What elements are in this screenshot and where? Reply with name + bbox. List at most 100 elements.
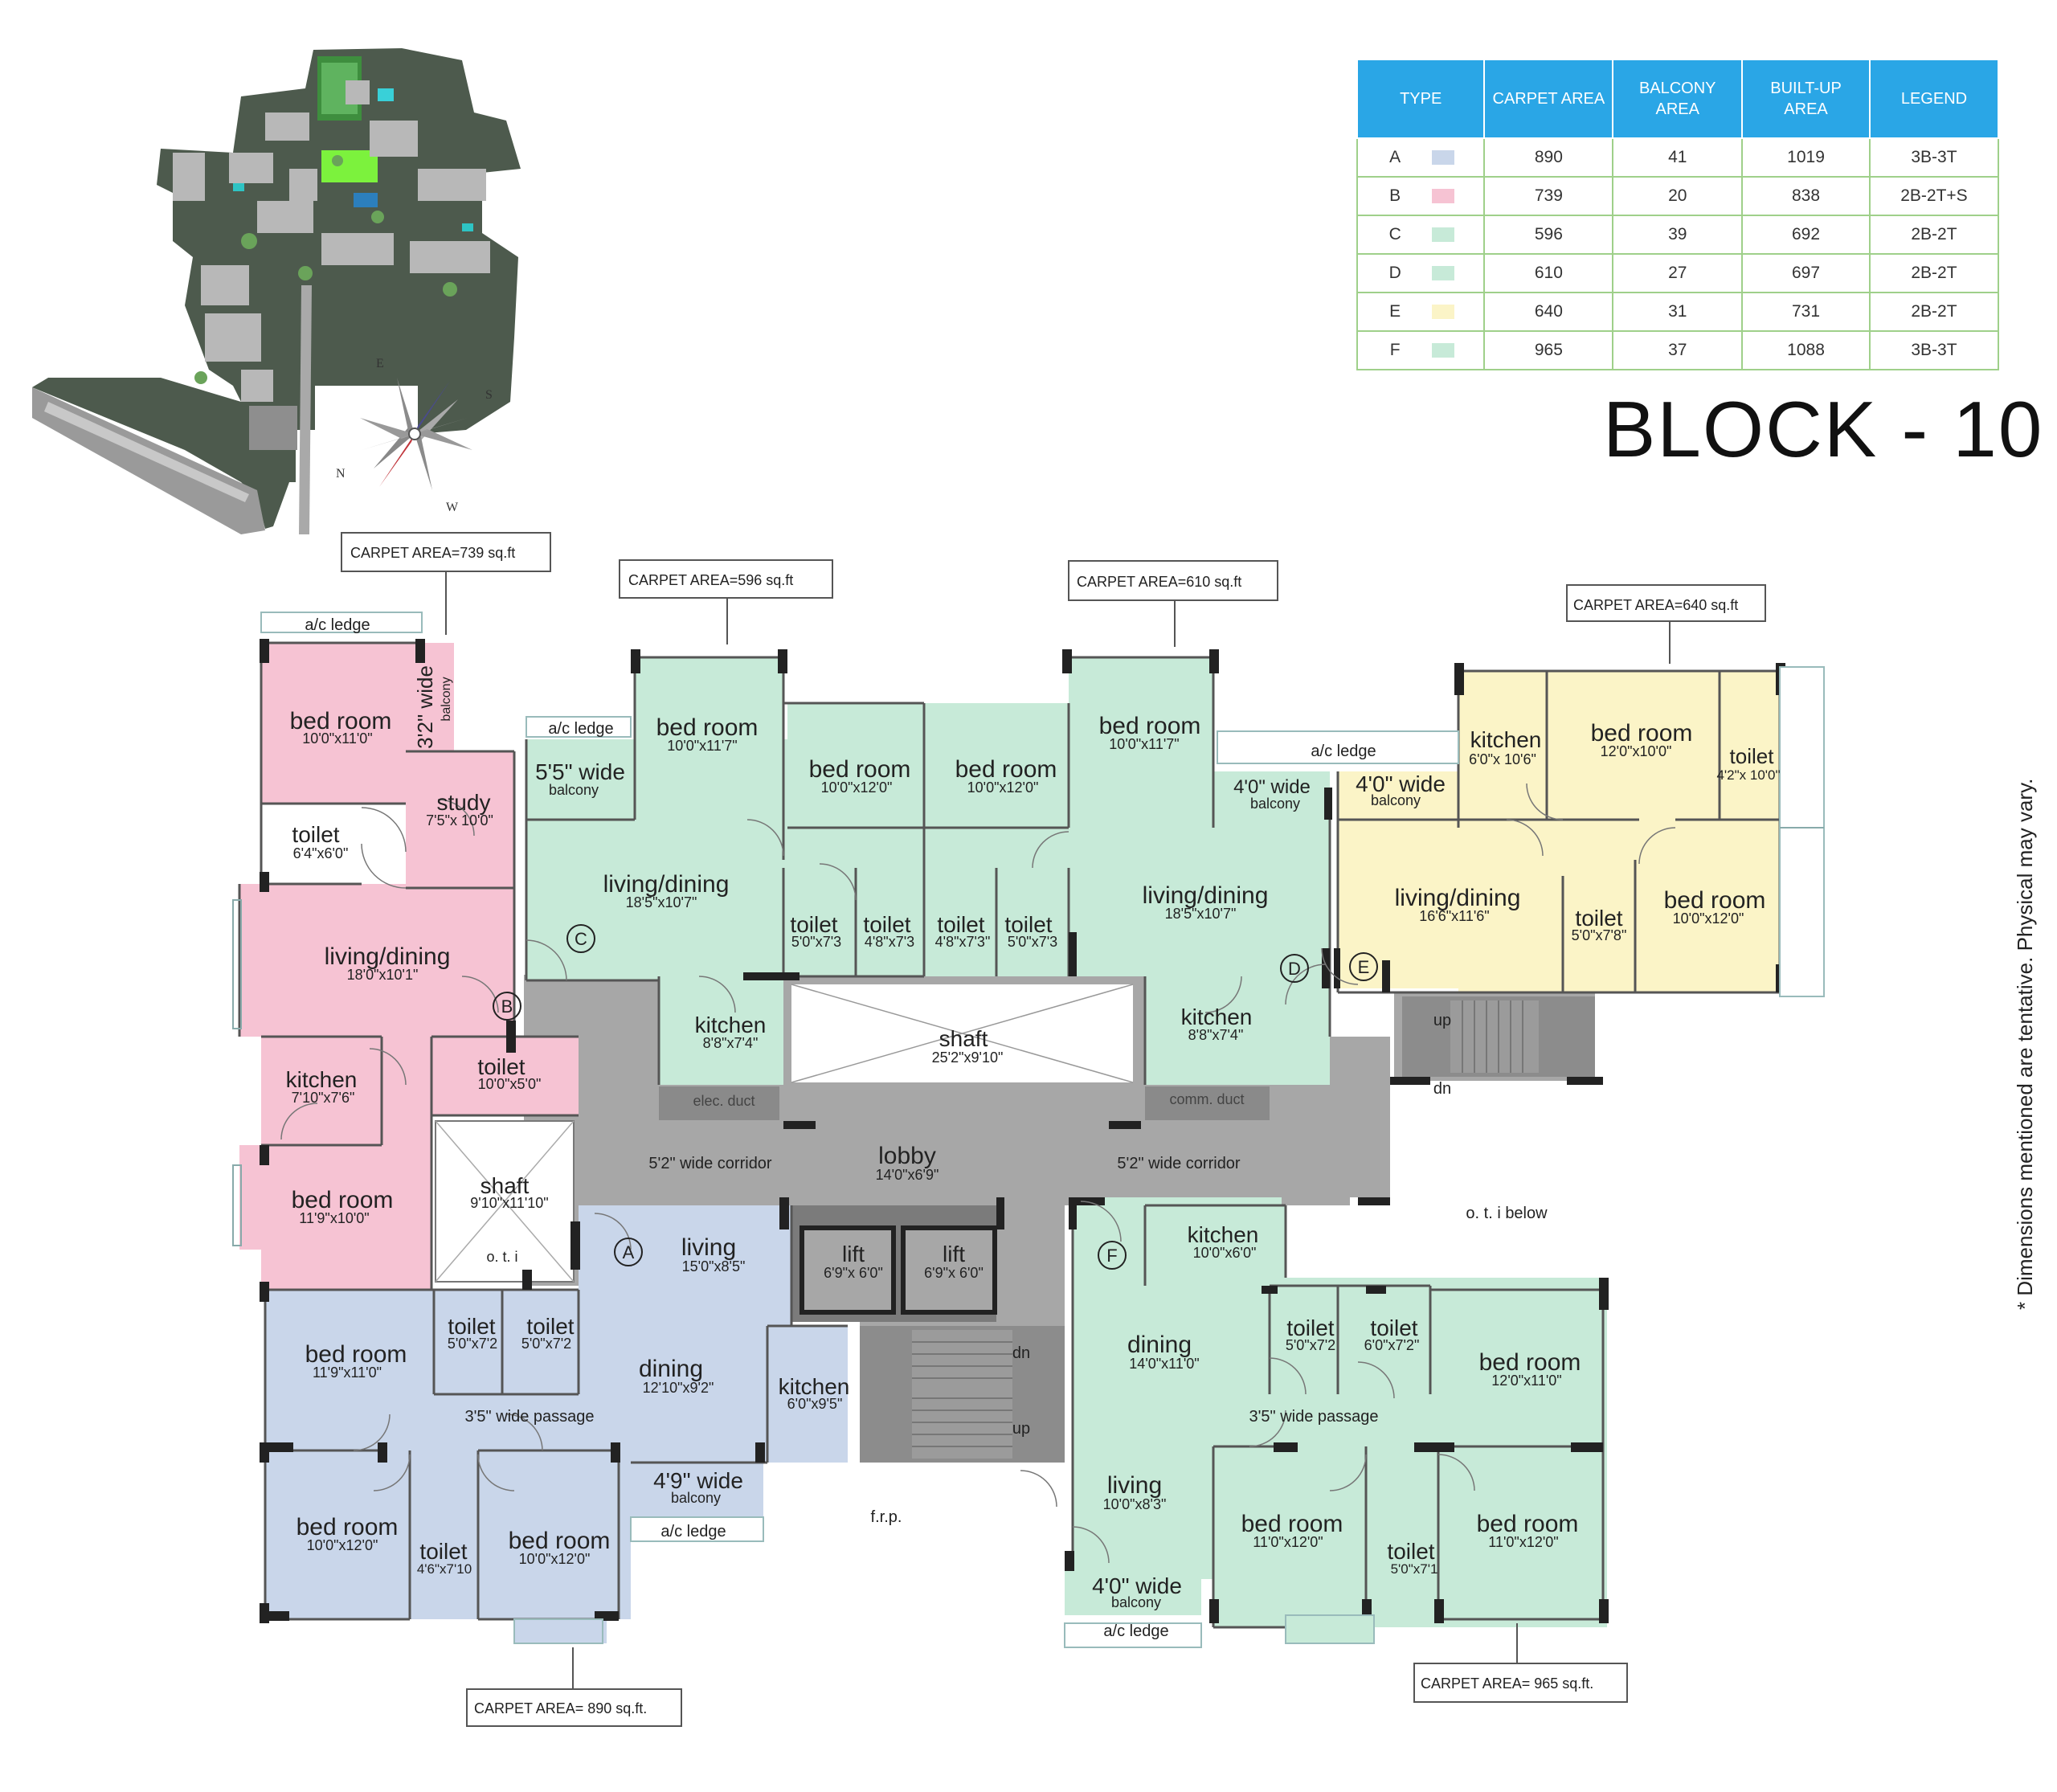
type-letter: E xyxy=(1389,302,1401,321)
b-shaft-dim: 9'10"x11'10" xyxy=(470,1195,548,1211)
a-toilet3-dim: 4'6"x7'10 xyxy=(417,1561,472,1577)
type-cell: F xyxy=(1356,330,1486,370)
compass-s-label: S xyxy=(485,388,493,402)
a-passage: 3'5" wide passage xyxy=(464,1408,594,1426)
b-oti-label: o. t. i xyxy=(486,1249,517,1265)
callout-b: CARPET AREA=739 sq.ft xyxy=(350,545,515,561)
disclaimer: * Dimensions mentioned are tentative. Ph… xyxy=(2013,778,2037,1310)
marker-c: C xyxy=(575,929,587,949)
marker-e: E xyxy=(1358,957,1370,977)
b-toilet1-name: toilet xyxy=(292,822,339,847)
stair-top-up: up xyxy=(1433,1012,1451,1029)
e-kitchen-dim: 6'0"x 10'6" xyxy=(1469,751,1536,767)
legend-cell: 3B-3T xyxy=(1868,330,2000,370)
d-balcony-sub: balcony xyxy=(1250,796,1300,812)
e-balcony-sub: balcony xyxy=(1371,792,1421,808)
shaft-main-dim: 25'2"x9'10" xyxy=(932,1049,1004,1066)
a-dining-name: dining xyxy=(639,1356,703,1382)
room-labels: bed room 10'0"x11'0" study 7'5"x 10'0" t… xyxy=(286,616,1781,1640)
type-cell: B xyxy=(1356,176,1486,216)
e-toilet1-dim: 4'2"x 10'0" xyxy=(1716,767,1780,783)
f-passage: 3'5" wide passage xyxy=(1249,1408,1378,1426)
a-bed2-name: bed room xyxy=(296,1514,399,1540)
a-balcony-name: 4'9" wide xyxy=(653,1468,743,1493)
e-bed2-name: bed room xyxy=(1664,887,1766,914)
legend-cell: 2B-2T xyxy=(1868,292,2000,332)
shaft-main-name: shaft xyxy=(939,1026,988,1051)
e-toilet2-dim: 5'0"x7'8" xyxy=(1572,927,1627,943)
d-balcony-name: 4'0" wide xyxy=(1233,776,1311,798)
unit-c xyxy=(526,657,924,1085)
f-bed3-name: bed room xyxy=(1477,1511,1579,1537)
f-toilet2-name: toilet xyxy=(1370,1315,1417,1340)
type-letter: F xyxy=(1389,341,1401,359)
b-toilet2-dim: 10'0"x5'0" xyxy=(478,1076,542,1092)
color-swatch xyxy=(1432,150,1455,166)
d-acledge: a/c ledge xyxy=(1311,743,1376,760)
carpet-cell: 965 xyxy=(1483,330,1614,370)
door-swings xyxy=(280,783,1676,1564)
d-bed2-dim: 10'0"x11'7" xyxy=(1109,736,1179,752)
c-acledge: a/c ledge xyxy=(548,720,613,738)
callout-c: CARPET AREA=596 sq.ft xyxy=(628,572,793,588)
c-toilet2-name: toilet xyxy=(863,912,910,937)
carpet-cell: 890 xyxy=(1483,137,1614,178)
builtup-cell: 697 xyxy=(1741,253,1871,293)
builtup-cell: 1019 xyxy=(1741,137,1871,178)
d-kitchen-name: kitchen xyxy=(1181,1004,1253,1029)
e-living-dim: 16'6"x11'6" xyxy=(1419,908,1489,924)
c-toilet1-name: toilet xyxy=(790,912,837,937)
color-swatch xyxy=(1432,266,1455,281)
lift-core xyxy=(791,1205,997,1322)
d-bed2-name: bed room xyxy=(1099,713,1201,739)
e-balcony-name: 4'0" wide xyxy=(1356,771,1446,796)
a-toilet3-name: toilet xyxy=(419,1539,467,1564)
header-builtup-area: BUILT-UP AREA xyxy=(1741,59,1871,139)
b-shaft xyxy=(435,1120,575,1283)
marker-b: B xyxy=(501,996,513,1017)
f-bed3-dim: 11'0"x12'0" xyxy=(1488,1534,1558,1550)
lobby-dim: 14'0"x6'9" xyxy=(876,1167,939,1183)
corridor-right: 5'2" wide corridor xyxy=(1117,1155,1241,1172)
a-bed1-dim: 11'9"x11'0" xyxy=(313,1364,382,1381)
railings xyxy=(232,612,1825,1648)
e-bed2-dim: 10'0"x12'0" xyxy=(1673,910,1744,927)
unit-type-table: TYPE CARPET AREA BALCONY AREA BUILT-UP A… xyxy=(1356,59,2000,370)
marker-a: A xyxy=(623,1242,635,1262)
a-toilet2-dim: 5'0"x7'2 xyxy=(521,1336,571,1352)
callout-e: CARPET AREA=640 sq.ft xyxy=(1573,597,1738,613)
b-balcony-sub: balcony xyxy=(440,677,453,721)
c-bed2-name: bed room xyxy=(809,756,911,783)
b-study-dim: 7'5"x 10'0" xyxy=(426,812,493,828)
e-toilet2-name: toilet xyxy=(1575,906,1622,931)
walls xyxy=(238,641,1781,1629)
lift2-name: lift xyxy=(943,1242,965,1266)
c-bed2-dim: 10'0"x12'0" xyxy=(821,779,893,796)
color-swatch xyxy=(1432,343,1455,358)
a-living-dim: 15'0"x8'5" xyxy=(682,1258,746,1274)
legend-cell: 2B-2T xyxy=(1868,215,2000,255)
header-type: TYPE xyxy=(1356,59,1486,139)
builtup-cell: 692 xyxy=(1741,215,1871,255)
stair-bottom-dn: dn xyxy=(1012,1344,1030,1362)
c-balcony-sub: balcony xyxy=(549,782,599,798)
f-toilet1-name: toilet xyxy=(1286,1315,1334,1340)
f-toilet1-dim: 5'0"x7'2 xyxy=(1286,1337,1335,1353)
e-living-name: living/dining xyxy=(1395,885,1521,911)
balcony-cell: 41 xyxy=(1612,137,1744,178)
f-bed2-name: bed room xyxy=(1241,1511,1343,1537)
a-bed3-dim: 10'0"x12'0" xyxy=(519,1551,591,1567)
f-toilet2-dim: 6'0"x7'2" xyxy=(1364,1337,1420,1353)
b-bed2-name: bed room xyxy=(292,1187,394,1213)
compass-n-label: N xyxy=(336,467,346,481)
table-header-row: TYPE CARPET AREA BALCONY AREA BUILT-UP A… xyxy=(1356,59,2000,139)
a-dining-dim: 12'10"x9'2" xyxy=(643,1380,714,1396)
c-kitchen-dim: 8'8"x7'4" xyxy=(703,1035,759,1051)
d-toilet2-name: toilet xyxy=(1004,912,1052,937)
b-bed2-dim: 11'9"x10'0" xyxy=(299,1210,369,1226)
d-living-dim: 18'5"x10'7" xyxy=(1165,906,1237,922)
balcony-cell: 27 xyxy=(1612,253,1744,293)
balcony-cell: 39 xyxy=(1612,215,1744,255)
builtup-cell: 1088 xyxy=(1741,330,1871,370)
